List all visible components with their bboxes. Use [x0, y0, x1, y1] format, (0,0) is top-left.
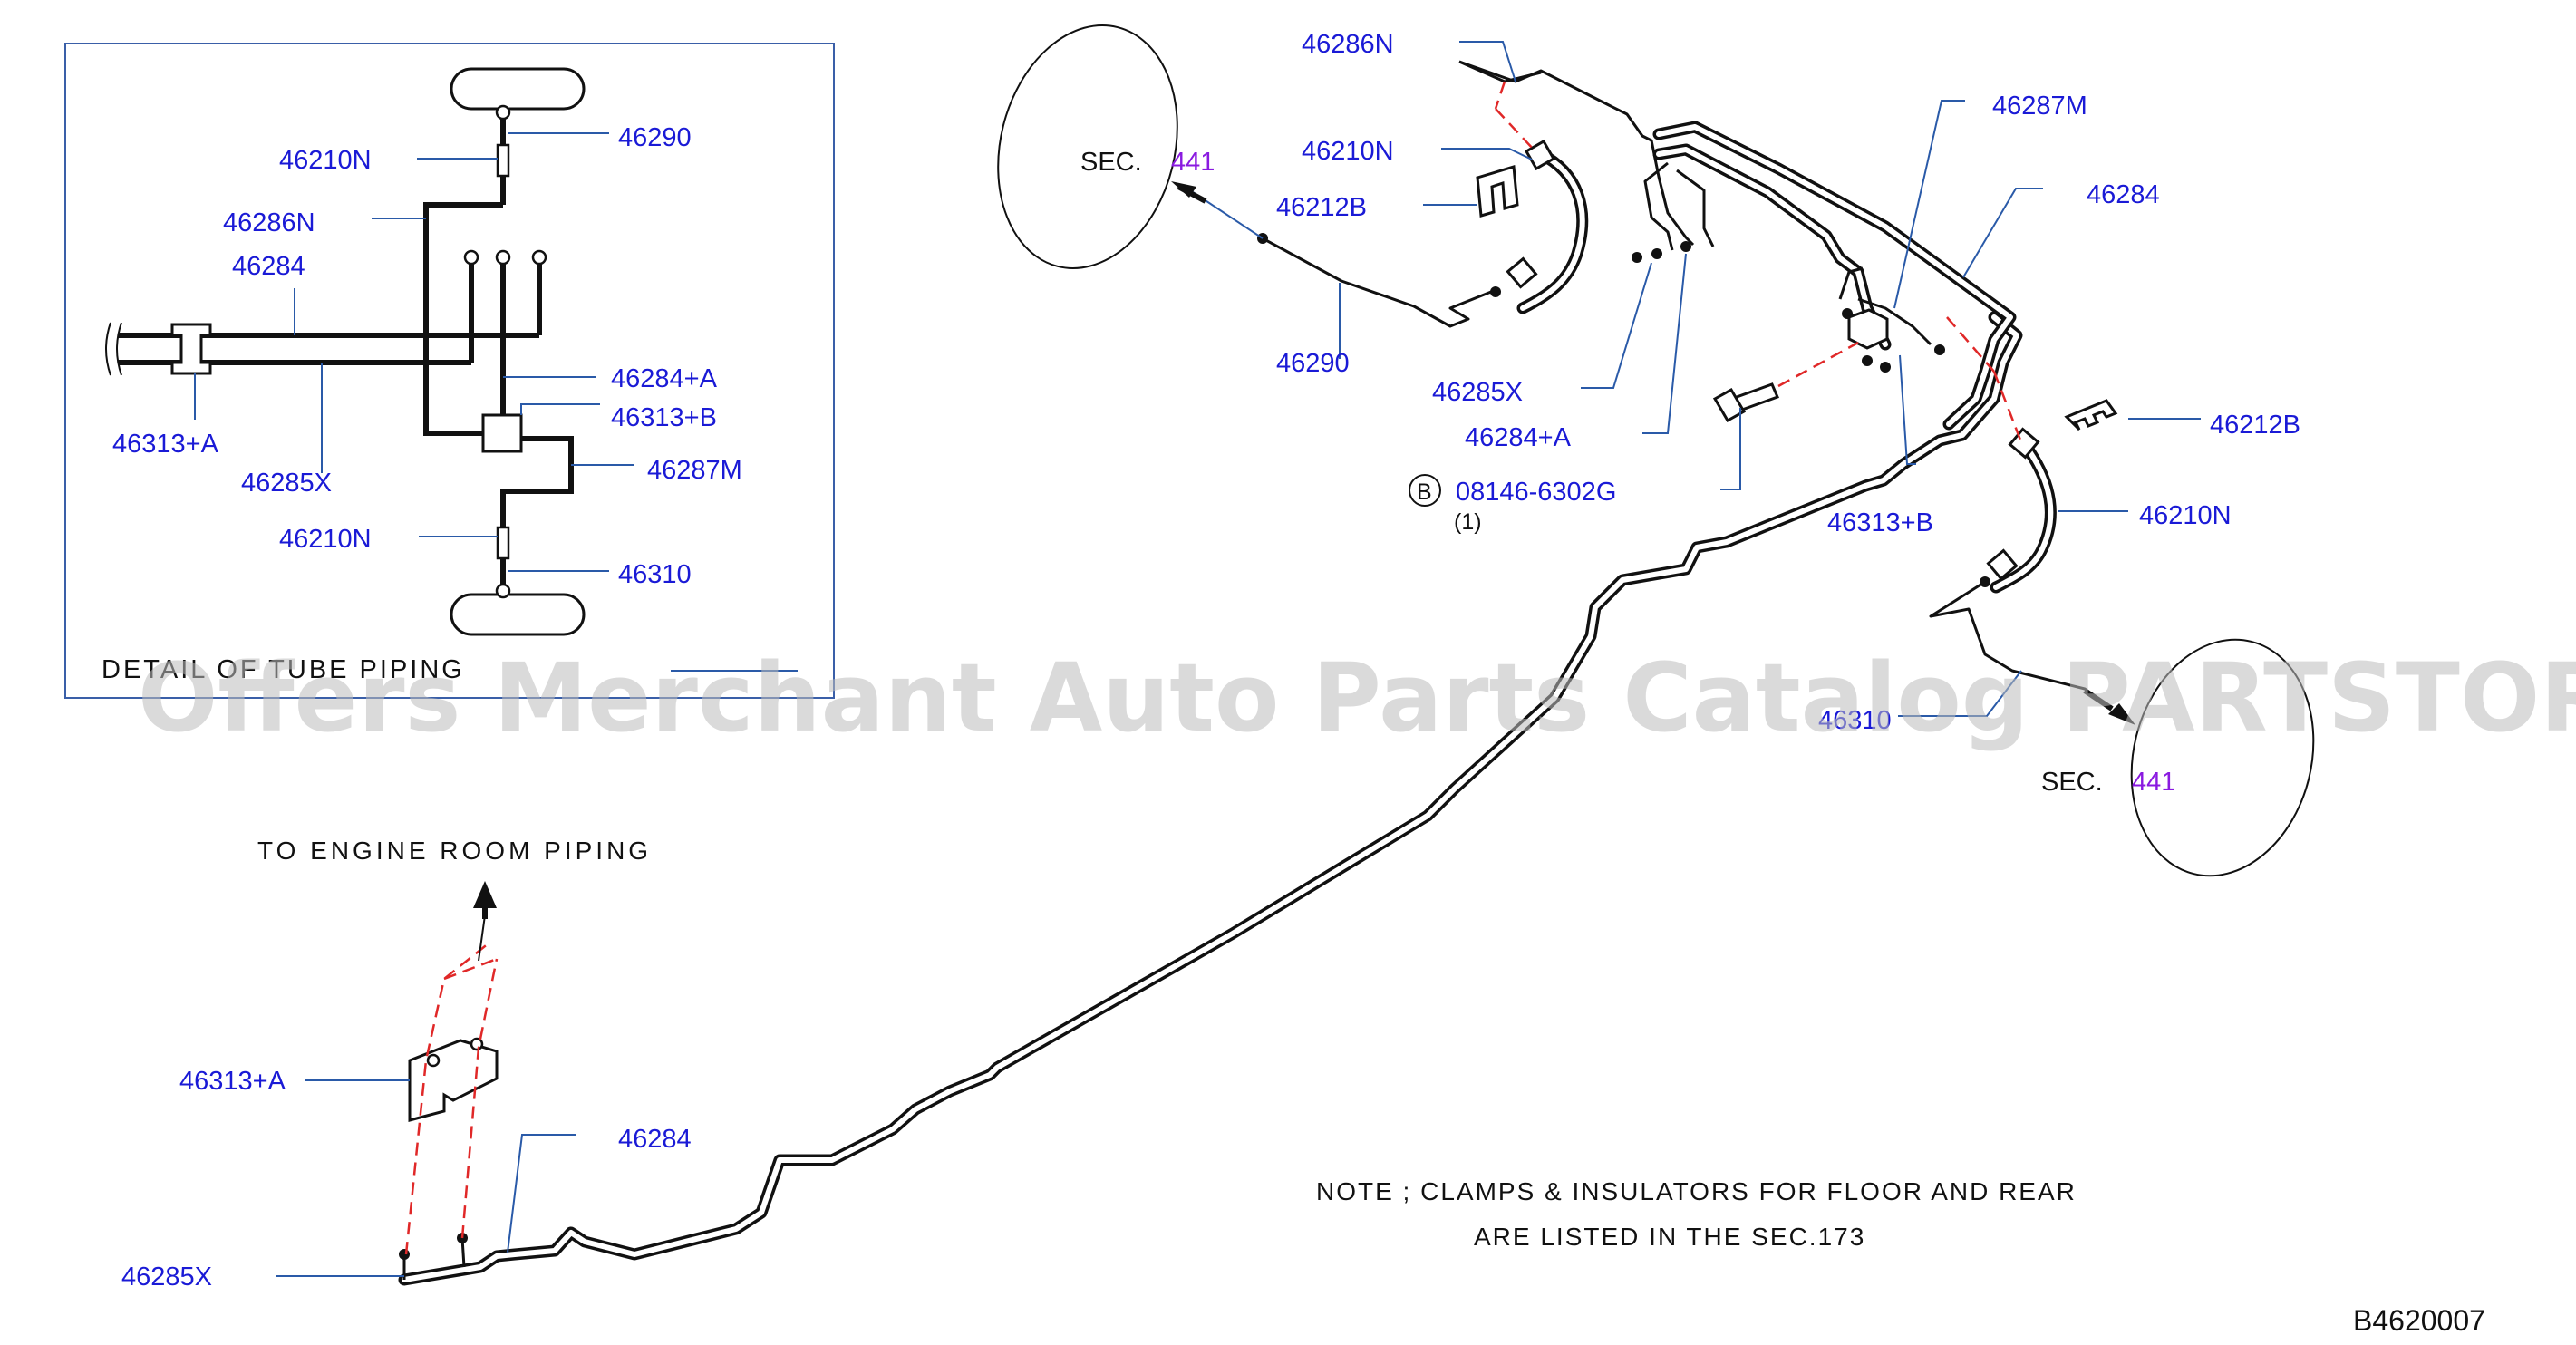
label-46212b-left: 46212B [1276, 193, 1367, 222]
bolt-callout-letter: B [1417, 479, 1432, 505]
connector-46313a [408, 1039, 499, 1122]
detail-label-46210n-bottom: 46210N [279, 525, 372, 554]
sec-right-prefix: SEC. [2041, 768, 2103, 797]
detail-label-46290: 46290 [618, 123, 692, 152]
note-line-2: ARE LISTED IN THE SEC.173 [1474, 1223, 1865, 1251]
wheel-top [450, 67, 586, 111]
label-46210n-right: 46210N [2139, 501, 2232, 530]
main-labels: 46286N 46287M 46210N 46212B 46284 46290 … [121, 30, 2485, 1337]
note-line-1: NOTE ; CLAMPS & INSULATORS FOR FLOOR AND… [1316, 1177, 2077, 1205]
detail-connector-b [481, 413, 523, 453]
sec441-right-circle [2130, 638, 2315, 877]
sec441-left-circle [997, 24, 1178, 269]
detail-label-46313b: 46313+B [611, 403, 717, 432]
label-46210n-left: 46210N [1302, 137, 1394, 166]
label-46212b-right: 46212B [2210, 411, 2300, 440]
detail-title: DETAIL OF TUBE PIPING [102, 655, 465, 684]
bolt-callout-circle [1409, 474, 1441, 507]
label-46287m: 46287M [1992, 92, 2087, 121]
main-leaders [276, 41, 2201, 1277]
label-engine-room: TO ENGINE ROOM PIPING [257, 837, 652, 865]
detail-hose-bottom [496, 526, 510, 560]
detail-label-46287m: 46287M [647, 456, 742, 485]
label-46310: 46310 [1818, 706, 1892, 735]
detail-connector-a [170, 323, 212, 375]
detail-label-46284a: 46284+A [611, 364, 718, 393]
sec-right-number: 441 [2132, 768, 2175, 797]
label-46313b: 46313+B [1827, 508, 1933, 537]
sec-left-prefix: SEC. [1080, 148, 1142, 177]
label-bolt-part: 08146-6302G [1456, 478, 1616, 507]
bolt-08146-6302g [1712, 341, 1859, 423]
clip-46212b-left [1476, 165, 1519, 218]
label-46285x-top: 46285X [1432, 378, 1523, 407]
detail-label-46210n-top: 46210N [279, 146, 372, 175]
label-46286n: 46286N [1302, 30, 1394, 59]
label-46290: 46290 [1276, 349, 1350, 378]
detail-label-46310: 46310 [618, 560, 692, 589]
detail-inset: 46210N 46290 46286N 46284 46284+A 46313+… [64, 43, 835, 699]
arrow-engine-room [473, 881, 497, 908]
detail-label-46313a: 46313+A [112, 430, 219, 459]
diagram-code: B4620007 [2353, 1304, 2485, 1337]
main-tube-run [398, 24, 2315, 1286]
clip-46212b-right [2064, 399, 2118, 431]
detail-label-46284: 46284 [232, 252, 305, 281]
detail-label-46285x: 46285X [241, 469, 332, 498]
label-46284a: 46284+A [1465, 423, 1572, 452]
label-46284-top: 46284 [2087, 180, 2160, 209]
hose-left [1516, 148, 1589, 314]
detail-frame [64, 43, 835, 699]
detail-label-46286n: 46286N [223, 208, 315, 237]
watermark: Offers Merchant Auto Parts Catalog PARTS… [138, 643, 2576, 753]
connector-46313b [1847, 308, 1889, 350]
wheel-bottom [450, 593, 586, 636]
label-46285x-bottom: 46285X [121, 1263, 212, 1292]
label-bolt-qty: (1) [1454, 509, 1482, 535]
sec-left-number: 441 [1171, 148, 1215, 177]
label-46313a: 46313+A [179, 1067, 286, 1096]
detail-hose-top [496, 143, 510, 178]
arrow-sec441-right [2108, 703, 2135, 725]
label-46284-bottom: 46284 [618, 1125, 692, 1154]
